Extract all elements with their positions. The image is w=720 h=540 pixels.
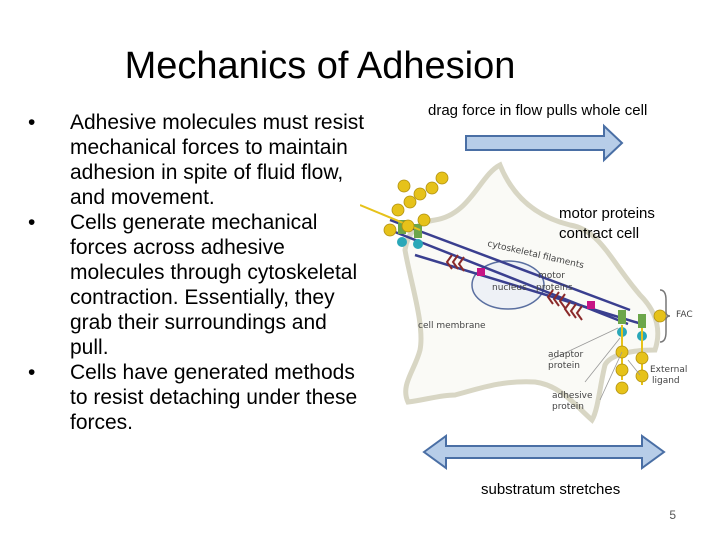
bullet-marker: •: [28, 111, 36, 134]
label-external-1: External: [650, 365, 687, 375]
bullet-marker: •: [28, 361, 36, 384]
label-proteins: proteins: [536, 283, 573, 293]
svg-text:nucleus: nucleus: [492, 283, 527, 293]
bullet-text: Cells generate mechanical forces across …: [70, 211, 358, 359]
nucleus: [471, 260, 545, 310]
svg-text:ligand: ligand: [652, 376, 680, 386]
substratum-double-arrow: [422, 434, 666, 470]
bullet-item: • Cells generate mechanical forces acros…: [28, 210, 368, 360]
bullet-text: Adhesive molecules must resist mechanica…: [70, 111, 365, 209]
svg-text:motor: motor: [538, 271, 565, 281]
bullet-text: Cells have generated methods to resist d…: [70, 361, 358, 434]
svg-text:protein: protein: [552, 402, 584, 412]
svg-text:adhesive: adhesive: [552, 391, 593, 401]
label-motor: motor: [538, 271, 565, 281]
label-fac: FAC: [676, 310, 693, 320]
motor-proteins-label: motor proteins contract cell: [559, 205, 655, 242]
label-cell-membrane: cell membrane: [418, 321, 486, 331]
label-external-2: ligand: [652, 376, 680, 386]
svg-text:External: External: [650, 365, 687, 375]
drag-force-label: drag force in flow pulls whole cell: [428, 102, 648, 119]
motor-proteins: [477, 268, 595, 309]
svg-text:proteins: proteins: [536, 283, 573, 293]
svg-text:FAC: FAC: [676, 310, 693, 320]
label-adaptor-2: protein: [548, 361, 580, 371]
label-adaptor-1: adaptor: [548, 350, 583, 360]
external-ligands-left: [383, 171, 449, 237]
label-adhesive-1: adhesive: [552, 391, 593, 401]
bullet-item: • Cells have generated methods to resist…: [28, 360, 368, 435]
svg-text:cell membrane: cell membrane: [418, 321, 486, 331]
external-ligands-right: [615, 309, 667, 395]
bullet-list: • Adhesive molecules must resist mechani…: [28, 110, 368, 435]
bullet-item: • Adhesive molecules must resist mechani…: [28, 110, 368, 210]
cell-diagram: cytoskeletal filaments nucleus motor pro…: [360, 161, 693, 424]
svg-text:protein: protein: [548, 361, 580, 371]
slide-title-text: Mechanics of Adhesion: [124, 45, 516, 87]
drag-force-arrow: [465, 123, 624, 163]
motor-chevrons: [445, 254, 583, 321]
page-number: 5: [669, 508, 676, 522]
bullet-marker: •: [28, 211, 36, 234]
fac-bracket: [659, 289, 671, 343]
pointer-lines: [549, 327, 641, 401]
substratum-label: substratum stretches: [481, 481, 621, 498]
label-nucleus: nucleus: [492, 283, 527, 293]
slide-title: Mechanics of Adhesion: [0, 42, 720, 90]
label-adhesive-2: protein: [552, 402, 584, 412]
svg-text:adaptor: adaptor: [548, 350, 583, 360]
